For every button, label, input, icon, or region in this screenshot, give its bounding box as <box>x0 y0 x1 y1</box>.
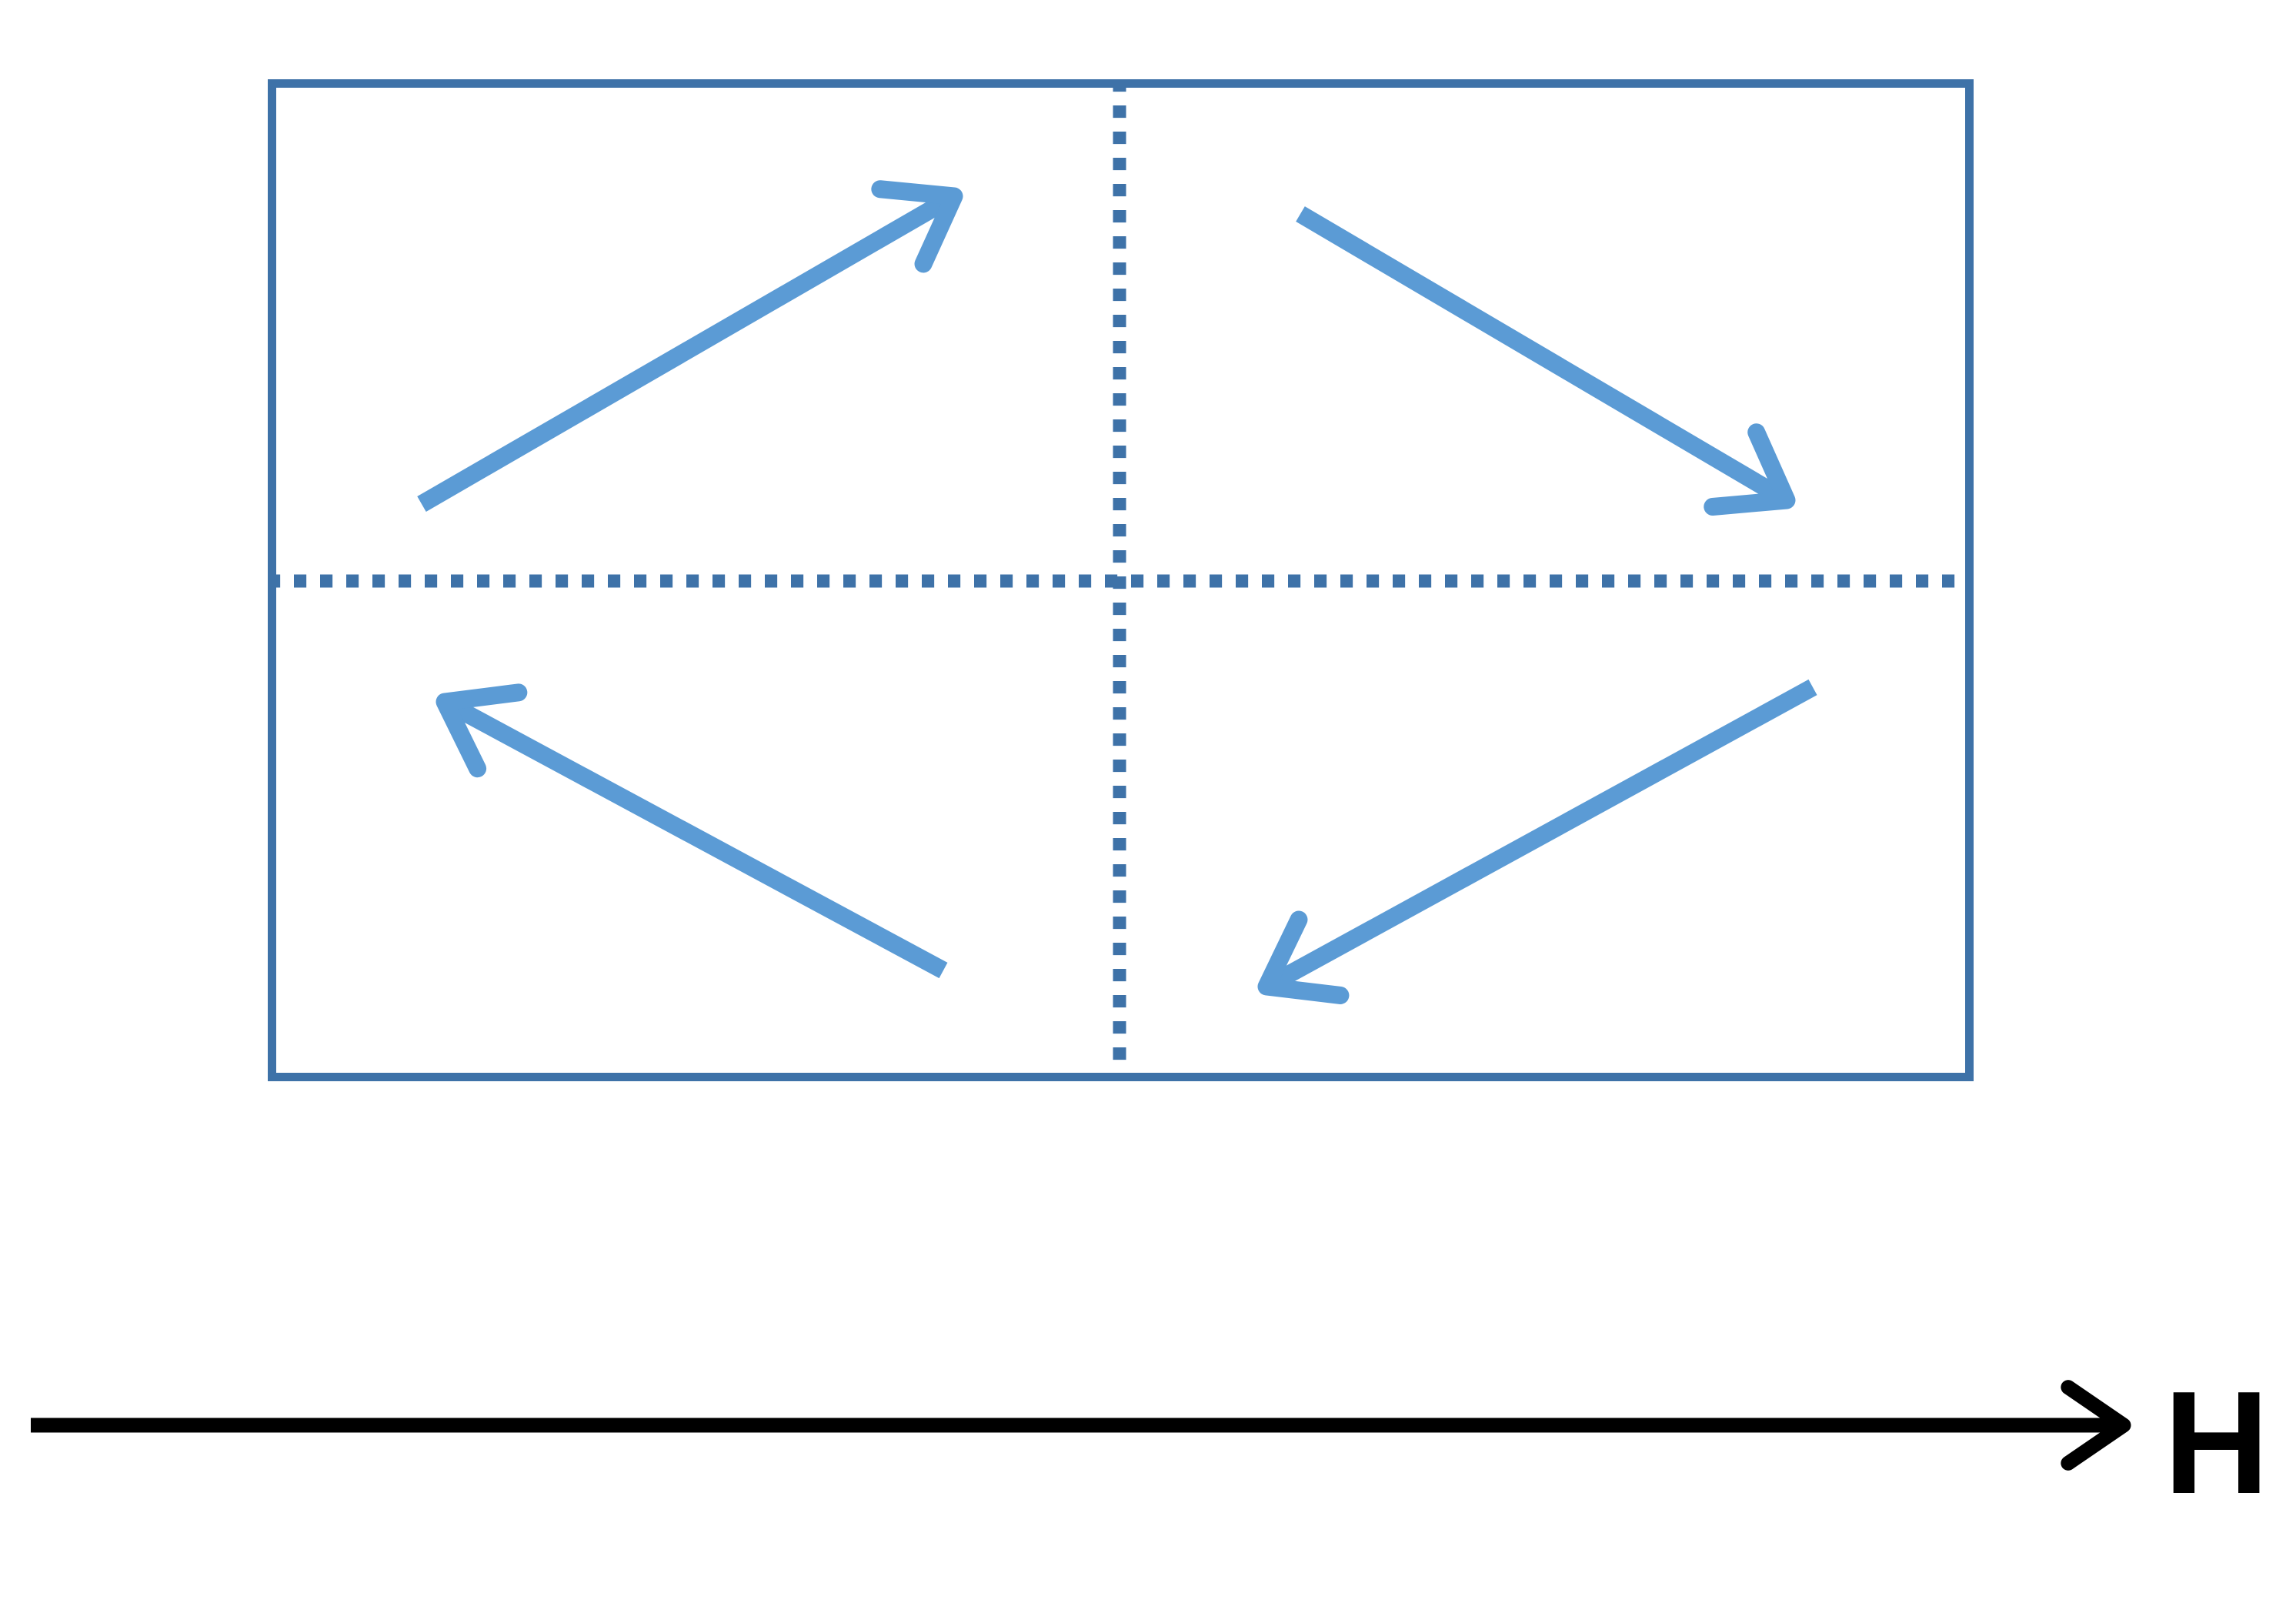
arrow-top-right-down-right <box>1296 206 1796 516</box>
h-axis-arrow <box>31 1380 2131 1471</box>
axis-label-h: H <box>2164 1361 2269 1525</box>
arrow-bottom-left-up-left <box>436 683 948 979</box>
arrow-top-left-up-right <box>417 180 963 512</box>
arrow-bottom-right-down-left <box>1257 679 1817 1004</box>
